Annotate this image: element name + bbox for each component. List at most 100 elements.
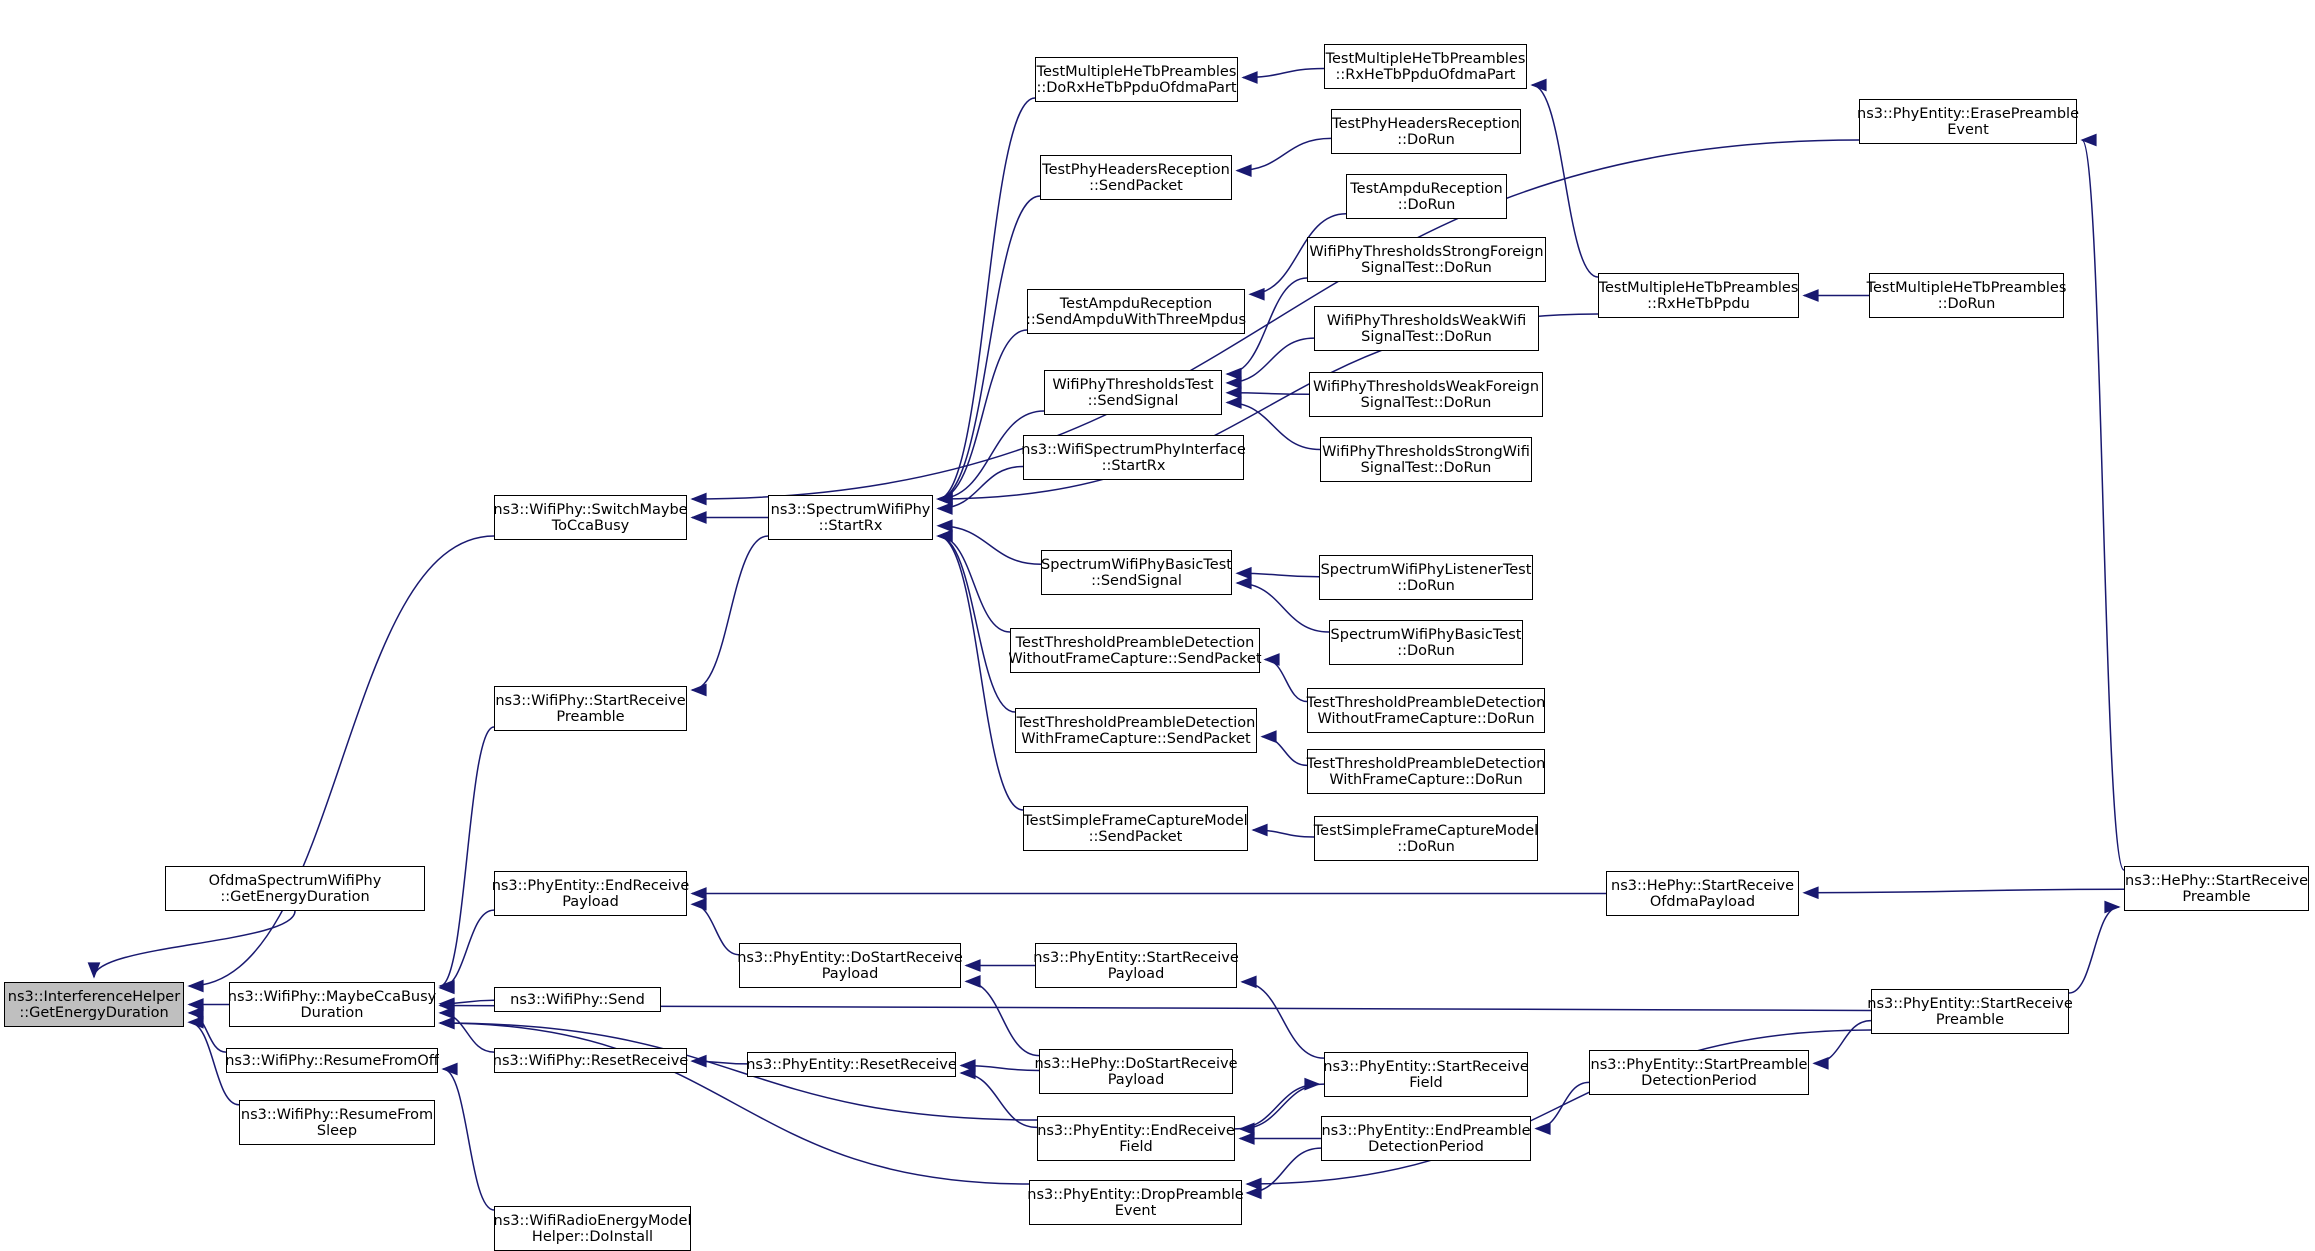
node-specbasic-send[interactable]: SpectrumWifiPhyBasicTest::SendSignal [1041, 550, 1232, 595]
node-basic-dorun[interactable]: SpectrumWifiPhyBasicTest::DoRun [1329, 620, 1523, 665]
node-sfc-send[interactable]: TestSimpleFrameCaptureModel::SendPacket [1023, 806, 1248, 851]
edge-maybecca-to-root [187, 998, 230, 1011]
node-label-line: WithoutFrameCapture::SendPacket [1008, 650, 1262, 667]
node-label-line: ns3::WifiPhy::ResetReceive [492, 1052, 689, 1069]
node-label-line: WithFrameCapture::SendPacket [1021, 730, 1251, 747]
edge-thr-sf-to-thr-send [1225, 277, 1308, 381]
node-ampdu-dorun[interactable]: TestAmpduReception::DoRun [1346, 174, 1507, 219]
node-specif-startrx[interactable]: ns3::WifiSpectrumPhyInterface::StartRx [1021, 435, 1246, 480]
node-hetb-dorun[interactable]: TestMultipleHeTbPreambles::DoRun [1867, 273, 2066, 318]
node-label-line: TestSimpleFrameCaptureModel [1023, 812, 1248, 829]
edge-he-startofdma-to-endrxpay [690, 887, 1606, 900]
edge-he-startpre-to-pe-erasepre [2080, 133, 2125, 871]
node-label-line: TestAmpduReception [1059, 295, 1213, 312]
edge-ampdu-send-to-specstartrx [936, 329, 1028, 506]
node-listener-dorun[interactable]: SpectrumWifiPhyListenerTest::DoRun [1319, 555, 1533, 600]
node-label-line: Event [1947, 121, 1989, 138]
node-label-line: TestMultipleHeTbPreambles [1325, 50, 1526, 67]
node-phyhdr-send[interactable]: TestPhyHeadersReception::SendPacket [1040, 155, 1232, 200]
node-label-line: WifiPhyThresholdsWeakWifi [1326, 312, 1527, 329]
node-wifisend[interactable]: ns3::WifiPhy::Send [494, 987, 661, 1012]
node-sfc-dorun[interactable]: TestSimpleFrameCaptureModel::DoRun [1314, 816, 1538, 861]
node-label-line: OfdmaSpectrumWifiPhy [208, 872, 382, 889]
edge-pe-startpre-to-maybecca [438, 999, 1872, 1012]
edge-thr-sw-to-thr-send [1225, 396, 1321, 451]
node-label-line: Sleep [316, 1122, 358, 1139]
node-thr-send[interactable]: WifiPhyThresholdsTest::SendSignal [1044, 370, 1222, 415]
node-label-line: DetectionPeriod [1641, 1072, 1757, 1089]
node-label-line: WithoutFrameCapture::DoRun [1317, 710, 1535, 727]
edge-pe-startpre-to-he-startpre [2068, 900, 2121, 994]
node-ofdma[interactable]: OfdmaSpectrumWifiPhy::GetEnergyDuration [165, 866, 425, 911]
node-label-line: ToCcaBusy [551, 517, 630, 534]
edge-basic-dorun-to-specbasic-send [1235, 576, 1330, 633]
node-label-line: ns3::PhyEntity::DoStartReceive [737, 949, 963, 966]
node-label-line: ::DoRxHeTbPpduOfdmaPart [1036, 79, 1237, 96]
edge-listener-dorun-to-specbasic-send [1235, 566, 1320, 580]
edge-tpd-w-send-to-specstartrx [936, 529, 1016, 713]
node-phyhdr-dorun[interactable]: TestPhyHeadersReception::DoRun [1331, 109, 1521, 154]
node-label-line: ::DoRun [1397, 838, 1455, 855]
edge-radioenergy-to-resumeoff [441, 1062, 495, 1211]
node-label-line: TestMultipleHeTbPreambles [1036, 63, 1237, 80]
node-label-line: TestThresholdPreambleDetection [1016, 714, 1256, 731]
node-pe-reset[interactable]: ns3::PhyEntity::ResetReceive [746, 1052, 957, 1077]
node-label-line: ns3::PhyEntity::EndPreamble [1321, 1122, 1531, 1139]
edge-thr-wf-to-thr-send [1225, 386, 1310, 400]
node-specstartrx[interactable]: ns3::SpectrumWifiPhy::StartRx [768, 495, 933, 540]
node-label-line: SpectrumWifiPhyListenerTest [1320, 561, 1532, 578]
node-label-line: ns3::PhyEntity::StartReceive [1033, 949, 1239, 966]
node-label-line: ns3::WifiPhy::MaybeCcaBusy [227, 988, 437, 1005]
node-label-line: ns3::PhyEntity::EndReceive [491, 877, 690, 894]
edge-pe-reset-to-wp-reset [690, 1054, 748, 1068]
edge-pe-endpredet-to-droppre [1245, 1147, 1322, 1200]
edge-pe-erasepre-to-switchcca [690, 139, 1860, 506]
node-wp-reset[interactable]: ns3::WifiPhy::ResetReceive [492, 1048, 689, 1073]
node-label-line: ns3::WifiRadioEnergyModel [493, 1212, 692, 1229]
node-rxHeTbOfdma[interactable]: TestMultipleHeTbPreambles::RxHeTbPpduOfd… [1324, 44, 1527, 89]
node-label-line: ns3::PhyEntity::EndReceive [1037, 1122, 1235, 1139]
edge-pe-startpre-to-pe-startpredet [1812, 1019, 1872, 1070]
node-label-line: ::StartRx [818, 517, 883, 534]
node-label-line: SignalTest::DoRun [1361, 259, 1492, 276]
edge-rxHeTb-to-rxHeTbOfdma [1530, 78, 1599, 278]
node-label-line: ns3::PhyEntity::DropPreamble [1027, 1186, 1244, 1203]
node-label-line: SpectrumWifiPhyBasicTest [1330, 626, 1522, 643]
node-rxHeTb[interactable]: TestMultipleHeTbPreambles::RxHeTbPpdu [1598, 273, 1799, 318]
edge-ofdma-to-root [87, 910, 296, 979]
node-ampdu-send[interactable]: TestAmpduReception::SendAmpduWithThreeMp… [1026, 289, 1246, 334]
node-resumeoff[interactable]: ns3::WifiPhy::ResumeFromOff [225, 1048, 439, 1073]
node-doRxHeTb[interactable]: TestMultipleHeTbPreambles::DoRxHeTbPpduO… [1035, 57, 1238, 102]
edge-pe-startpre-to-droppre [1245, 1029, 1872, 1191]
node-label-line: ns3::PhyEntity::StartReceive [1867, 995, 2073, 1012]
node-label-line: ::SendSignal [1091, 572, 1182, 589]
edge-endrxfield-to-pe-reset [959, 1066, 1038, 1129]
node-label-line: ns3::WifiPhy::SwitchMaybe [493, 501, 688, 518]
